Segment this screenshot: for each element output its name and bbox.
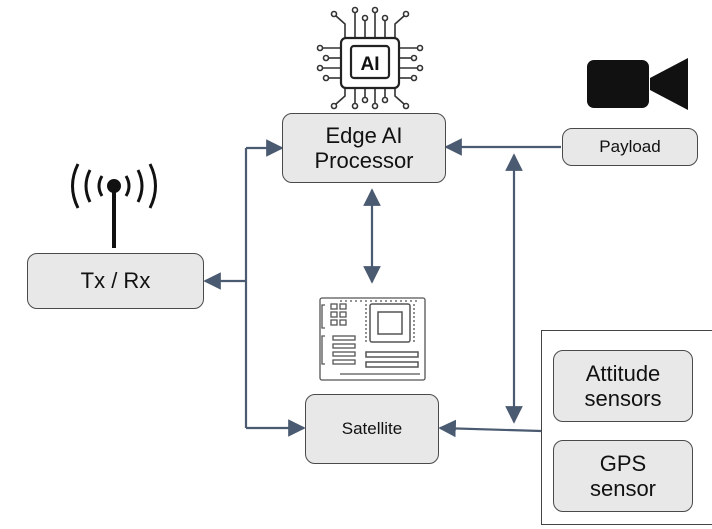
txrx-box[interactable]: Tx / Rx (27, 253, 204, 309)
attitude-sensors-box[interactable]: Attitude sensors (553, 350, 693, 422)
satellite-label: Satellite (341, 419, 403, 439)
ai-chip-label: AI (361, 54, 380, 75)
payload-box[interactable]: Payload (562, 128, 698, 166)
ai-chip-icon: AI (316, 6, 424, 110)
sensor-panel (541, 330, 712, 525)
payload-label: Payload (599, 137, 661, 157)
txrx-label: Tx / Rx (80, 268, 151, 294)
motherboard-icon (319, 297, 426, 381)
antenna-icon (71, 163, 157, 248)
gps-sensor-box[interactable]: GPS sensor (553, 440, 693, 512)
edge-ai-processor-box[interactable]: Edge AI Processor (282, 113, 446, 183)
gps-sensor-label: GPS sensor (589, 450, 657, 501)
satellite-box[interactable]: Satellite (305, 394, 439, 464)
attitude-sensors-label: Attitude sensors (584, 360, 662, 411)
edge-ai-processor-label: Edge AI Processor (314, 122, 414, 173)
video-camera-icon (587, 58, 688, 110)
